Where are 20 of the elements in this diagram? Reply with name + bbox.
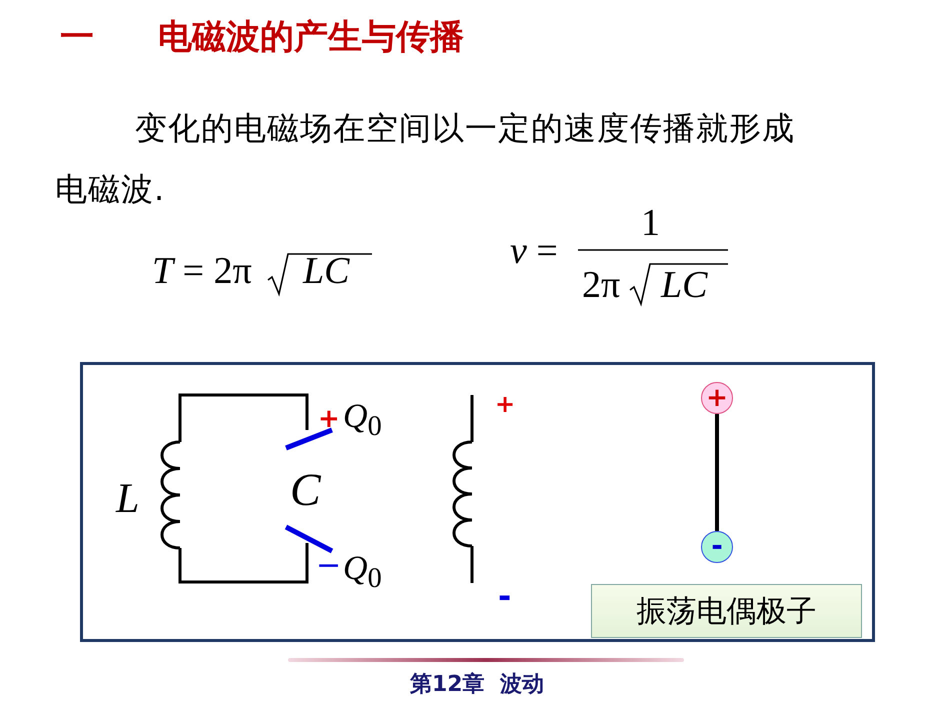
footer-text: 第12章 波动 xyxy=(410,674,544,696)
charge-ball: + xyxy=(701,382,733,414)
plus-sign: + xyxy=(495,392,516,416)
diagram-panel xyxy=(80,362,875,642)
charge-ball: - xyxy=(701,531,733,563)
formula-text: T = 2π xyxy=(152,252,252,290)
caption-box: 振荡电偶极子 xyxy=(591,584,862,638)
formula-text: LC xyxy=(661,266,708,304)
formula-text: ν = xyxy=(510,232,558,270)
heading: 一 电磁波的产生与传播 xyxy=(60,20,464,54)
plus-sign: + xyxy=(318,406,340,432)
charge-label: Q$_{0}$ xyxy=(343,400,382,442)
minus-sign: - xyxy=(498,580,512,612)
charge-label: Q$_{0}$ xyxy=(343,552,382,594)
formula-text: LC xyxy=(303,252,350,290)
formula-text: 2π xyxy=(582,266,620,304)
dipole-rod xyxy=(715,414,719,531)
minus-sign: − xyxy=(316,551,342,581)
inductor-label: L xyxy=(116,478,140,520)
capacitor-label: C xyxy=(290,467,321,513)
